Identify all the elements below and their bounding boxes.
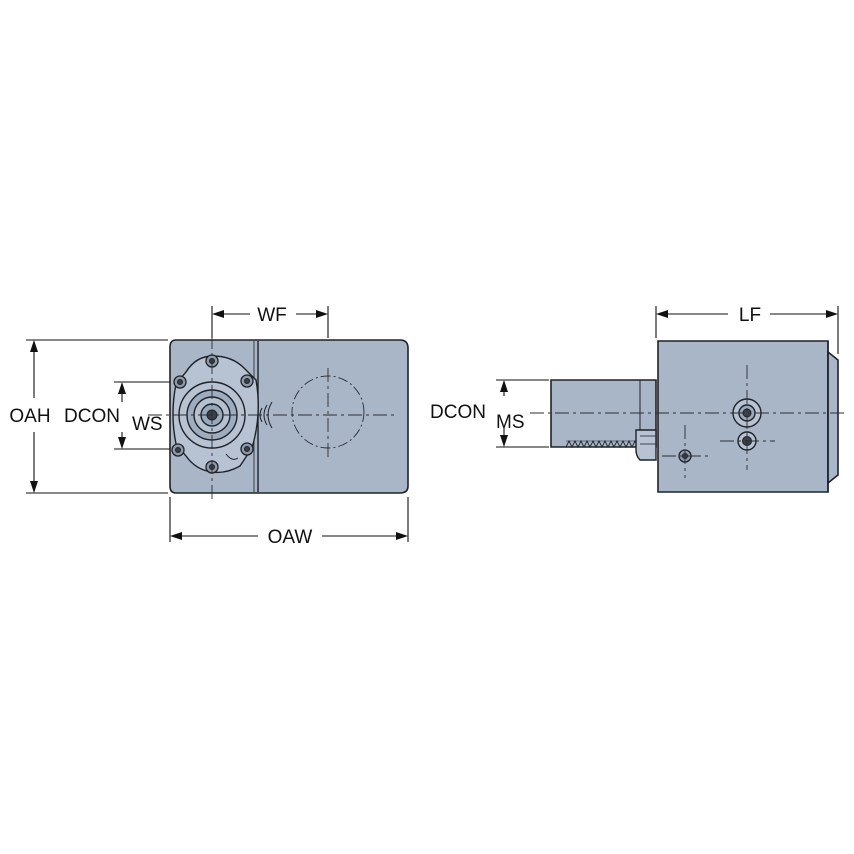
- shank-clamp: [635, 429, 657, 461]
- shank-serration: [565, 439, 639, 449]
- oah-label: OAH: [9, 406, 50, 427]
- front-view: [148, 310, 409, 500]
- side-view-dimensions: LF DCON MS: [430, 305, 839, 448]
- wf-label: WF: [257, 305, 287, 326]
- flange-screw-right-top: [240, 374, 254, 388]
- oaw-label: OAW: [268, 527, 313, 548]
- dcon-ms-label: DCON: [430, 402, 486, 423]
- flange-screw-left-bottom: [171, 443, 185, 457]
- lf-label: LF: [739, 305, 761, 326]
- side-view: [530, 340, 848, 493]
- dcon-ws-label: DCON: [64, 406, 120, 427]
- dcon-ws-subscript: WS: [132, 414, 163, 435]
- flange-screw-left-top: [173, 375, 187, 389]
- side-view-flange: [827, 350, 839, 485]
- front-view-dimensions: WF OAH DCON WS OAW: [9, 305, 409, 548]
- dcon-ms-subscript: MS: [496, 412, 525, 433]
- flange-screw-right-bottom: [240, 442, 254, 456]
